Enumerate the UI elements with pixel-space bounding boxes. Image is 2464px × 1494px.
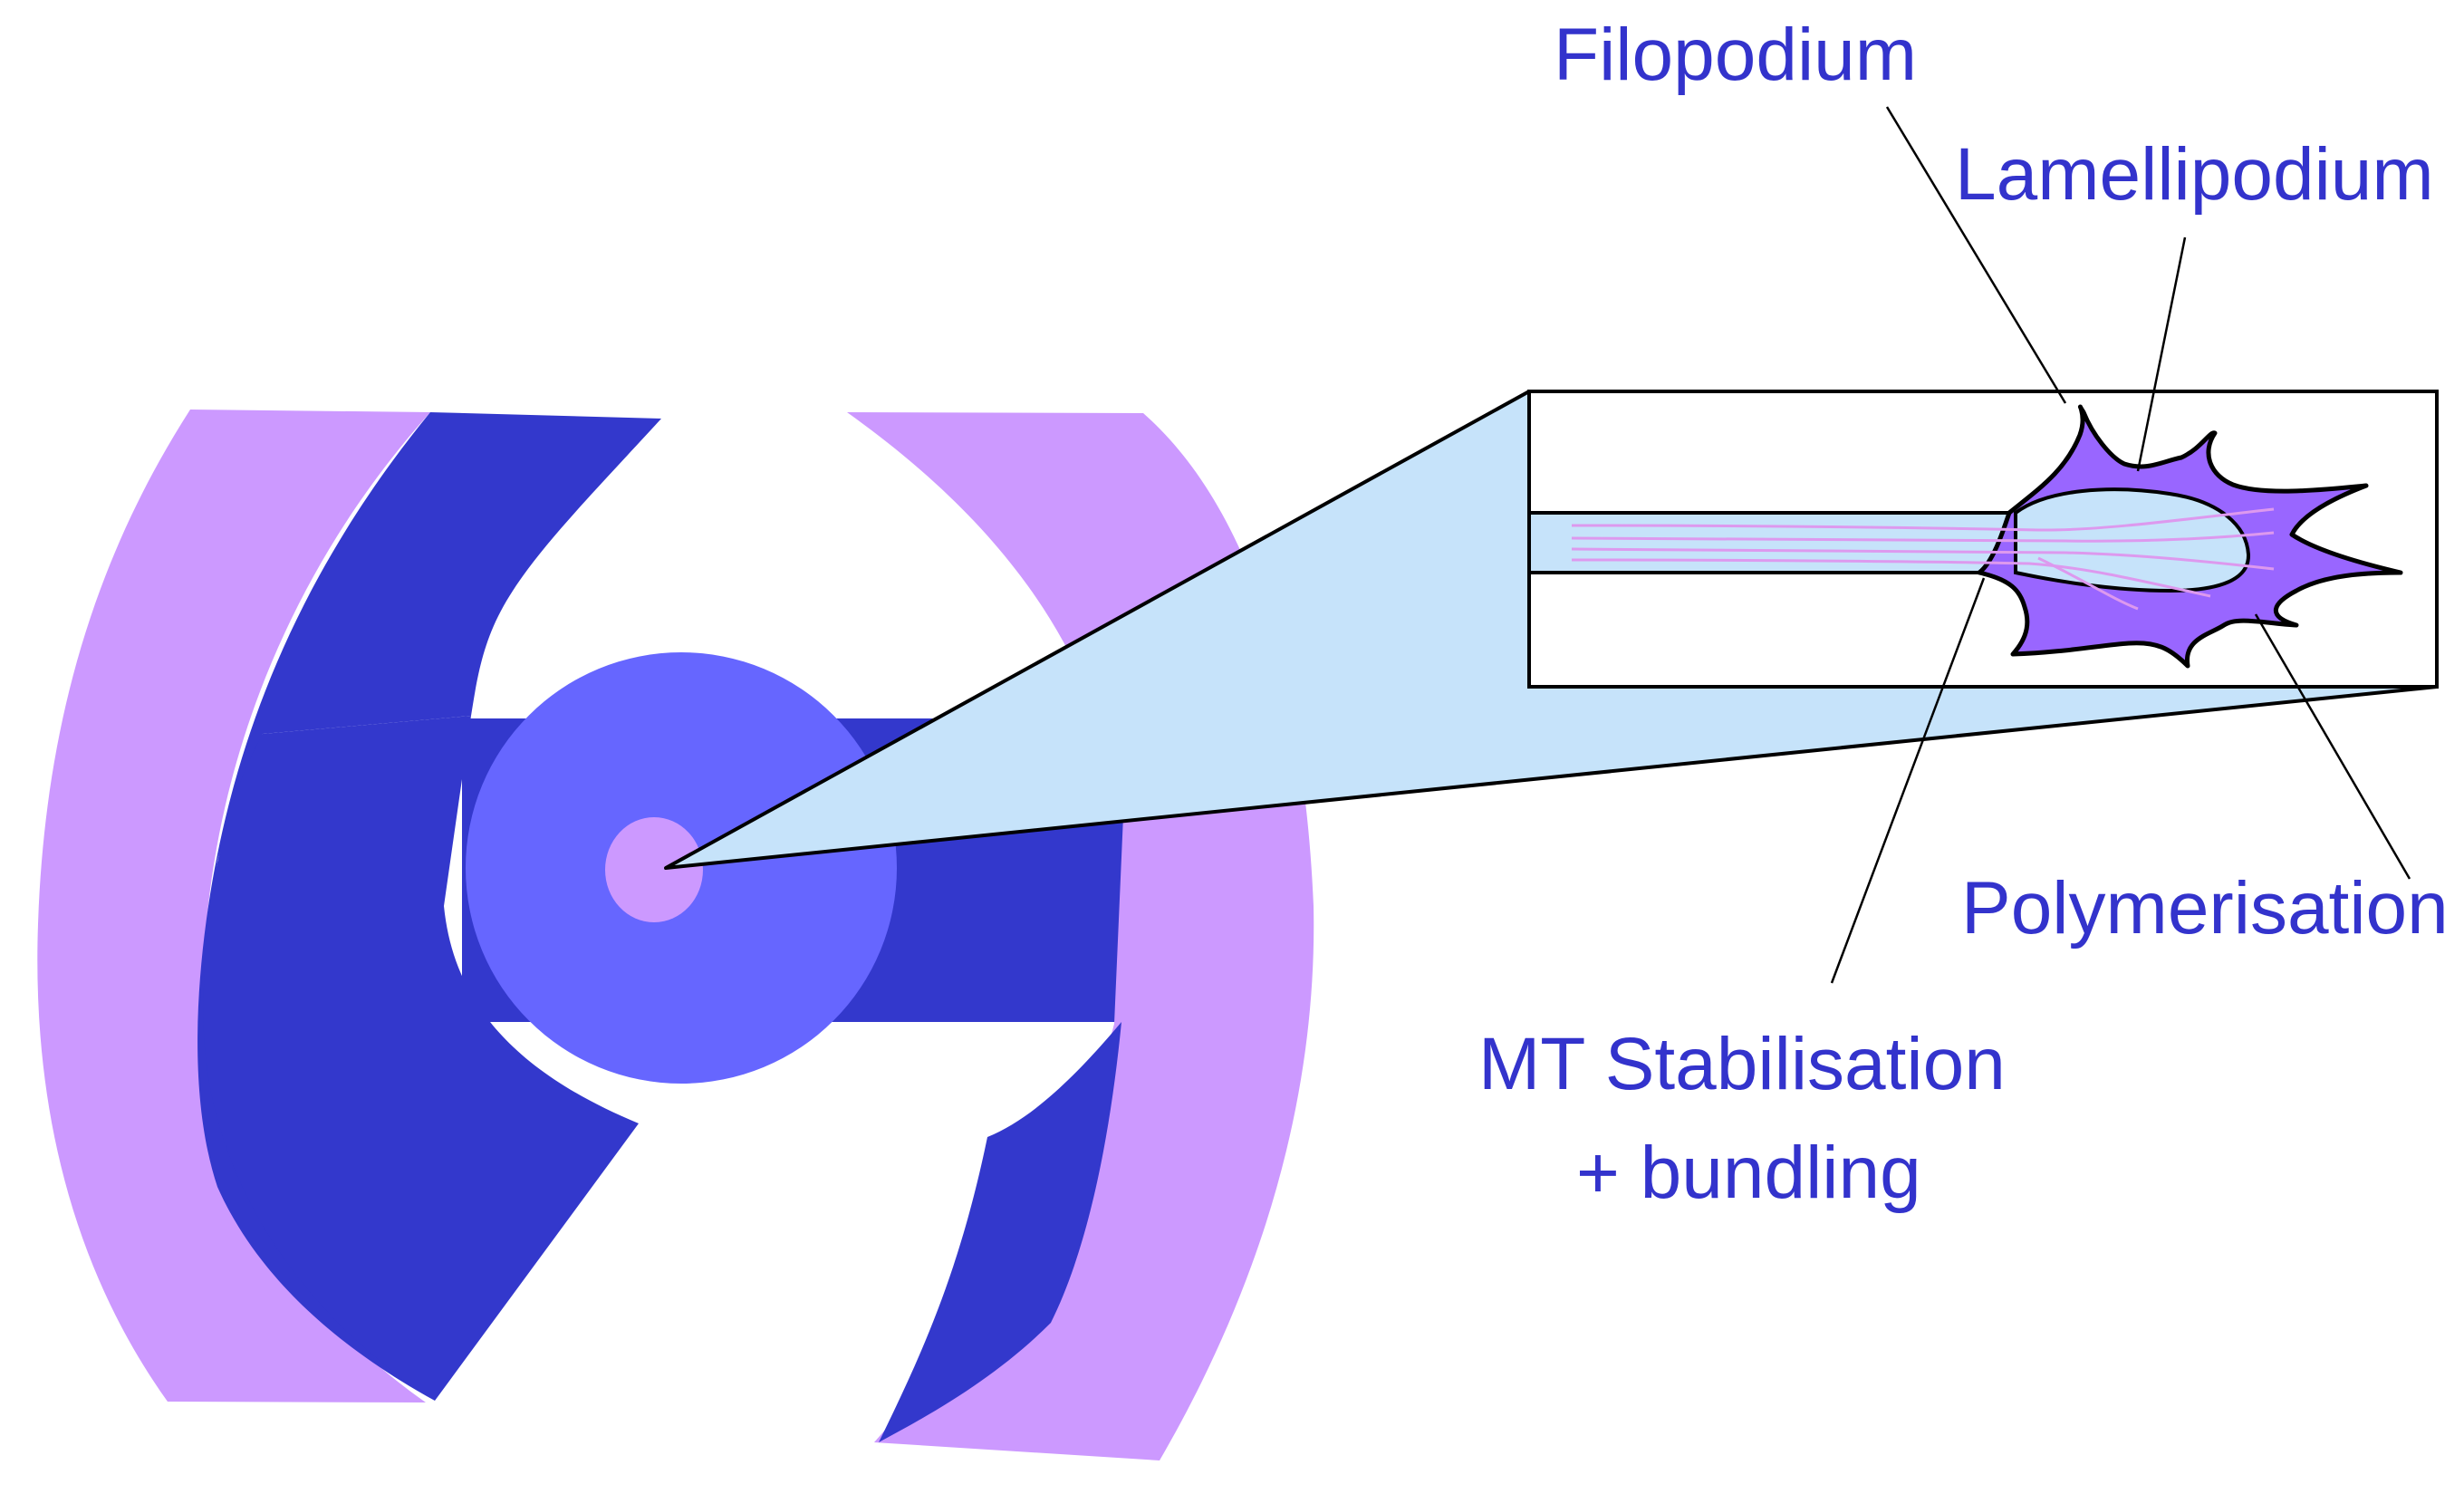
lamellipodium-leader	[2136, 236, 2187, 472]
leader-lines	[1830, 106, 2411, 984]
label-polymerisation: Polymerisation	[1961, 867, 2449, 949]
lower-right-arm	[879, 1022, 1121, 1442]
inset-box	[1527, 390, 2439, 689]
lower-left-arm	[203, 716, 639, 1401]
label-mt-stabilisation-line1: MT Stabilisation	[1478, 1023, 2006, 1105]
polymerisation-leader	[2254, 613, 2411, 880]
microtubules	[1571, 507, 2275, 611]
label-lamellipodium: Lamellipodium	[1955, 133, 2434, 216]
inner-left-arc	[197, 412, 661, 1401]
mt-stabilisation-leader	[1830, 577, 1986, 984]
neurite-shaft	[1527, 511, 2017, 574]
nucleus	[605, 817, 703, 922]
outer-left-arc	[37, 410, 430, 1402]
label-filopodium: Filopodium	[1554, 14, 1917, 96]
neuron-figure	[37, 410, 1314, 1460]
label-mt-stabilisation-line2: + bundling	[1576, 1132, 1921, 1214]
filopodium-leader	[1885, 106, 2067, 404]
labels: Filopodium Lamellipodium Polymerisation …	[1478, 14, 2449, 1214]
